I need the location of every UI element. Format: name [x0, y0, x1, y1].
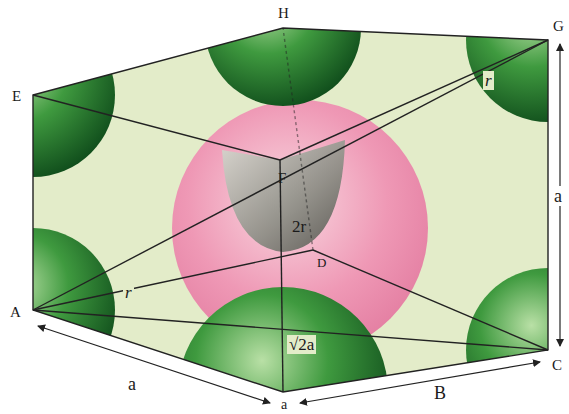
vertex-letter: F — [276, 170, 288, 187]
vertex-letter: H — [276, 5, 291, 22]
vertex-letter: a — [279, 397, 289, 413]
face-diagonal-label: √2a — [287, 335, 316, 354]
radius-label: r — [483, 71, 494, 90]
edge-length-label: a — [126, 374, 138, 394]
vertex-letter: D — [315, 255, 328, 270]
diameter-label: 2r — [290, 217, 308, 236]
vertex-letter: G — [551, 18, 566, 35]
vertex-letter: C — [550, 357, 564, 374]
radius-label: r — [123, 283, 134, 302]
edge-length-label: B — [432, 383, 448, 403]
vertex-letter: A — [8, 304, 23, 321]
edge-length-label: a — [552, 186, 564, 206]
vertex-letter: E — [10, 88, 23, 105]
